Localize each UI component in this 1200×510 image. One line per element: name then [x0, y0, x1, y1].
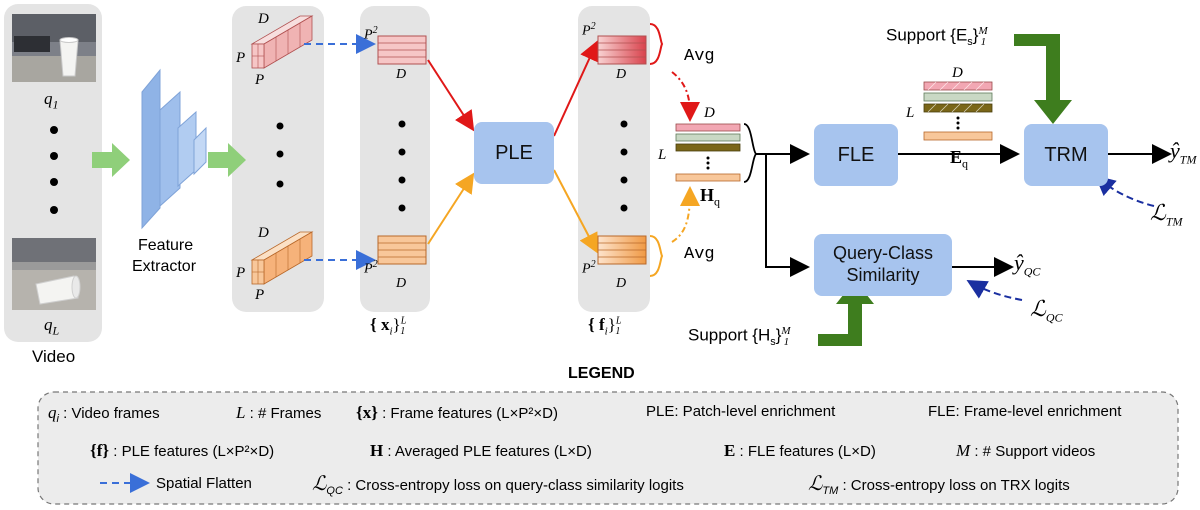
query-first-label: q1 [44, 89, 59, 112]
legend-loss-tm: ℒTM : Cross-entropy loss on TRX logits [808, 473, 1070, 497]
frame-feature-matrix-bottom [377, 235, 427, 265]
loss-tm-label: ℒTM [1150, 200, 1183, 229]
averaged-feature-stack [675, 123, 741, 182]
ple-features-set-label: { fi}L1 [588, 315, 622, 338]
legend-video-frames: qi : Video frames [48, 403, 160, 425]
query-last-label: qL [44, 315, 60, 338]
frame-ellipsis-dots [50, 126, 58, 214]
loss-qc-label: ℒQC [1030, 296, 1063, 325]
frame-top-p2: P2 [364, 25, 378, 43]
extractor-to-patches-arrow [208, 143, 246, 177]
hq-to-similarity-arrow [765, 154, 810, 277]
avg-top-label: Avg [684, 47, 715, 66]
y-qc-output: ŷQC [1014, 250, 1041, 279]
ple-feature-matrix-bottom [597, 235, 647, 265]
legend-loss-qc: ℒQC : Cross-entropy loss on query-class … [312, 473, 684, 497]
ple-bottom-p2: P2 [582, 259, 596, 277]
fle-feature-stack [923, 81, 993, 141]
legend-frame [37, 391, 1179, 505]
ple-block: PLE [474, 122, 554, 184]
patch-cube-top [250, 15, 314, 69]
hq-d-label: D [704, 105, 715, 121]
fle-stack-ellipsis-dots [956, 116, 960, 130]
stack-ellipsis-dots [706, 156, 710, 170]
avg-bottom-label: Avg [684, 245, 715, 264]
top-avg-arrow [671, 71, 700, 122]
bottom-avg-brace [649, 235, 664, 277]
legend-averaged-features: H : Averaged PLE features (L×D) [370, 441, 592, 460]
cube-bottom-d: D [258, 225, 269, 241]
qcs-line-2: Similarity [846, 265, 920, 285]
query-class-similarity-block: Query-Class Similarity [814, 234, 952, 296]
last-frame-image [12, 238, 96, 310]
eq-d-label: D [952, 65, 963, 81]
hq-l-label: L [658, 147, 667, 163]
ple-feature-ellipsis-dots [620, 120, 628, 212]
frame-top-d: D [396, 67, 407, 82]
bottom-avg-arrow [671, 186, 700, 243]
patch-cube-bottom [250, 231, 314, 285]
ple-bottom-d: D [616, 276, 627, 291]
feature-extractor-icon [141, 68, 207, 230]
cube-bottom-p-bottom: P [255, 287, 265, 303]
bottom-frames-to-ple-arrow [427, 172, 475, 245]
feature-extractor-label-1: Feature [138, 237, 194, 254]
legend-support-videos: M : # Support videos [956, 441, 1096, 460]
legend-frames: L : # Frames [236, 403, 322, 422]
first-frame-image [12, 14, 96, 82]
ple-top-p2: P2 [582, 21, 596, 39]
frame-features-set-label: { xi}L1 [370, 315, 407, 338]
legend-title: LEGEND [568, 365, 635, 382]
qcs-line-1: Query-Class [832, 243, 934, 264]
top-frames-to-ple-arrow [427, 59, 475, 132]
cube-top-p-bottom: P [255, 72, 265, 88]
video-label: Video [32, 347, 76, 366]
y-tm-output: ŷTM [1170, 138, 1197, 167]
legend-ple-features: {f} : PLE features (L×P²×D) [90, 441, 275, 460]
ple-to-top-features-arrow [553, 40, 599, 137]
frame-bottom-p2: P2 [364, 259, 378, 277]
support-e-arrow [1014, 34, 1072, 124]
support-e-label: Support {Es}M1 [886, 25, 988, 49]
eq-label: Eq [950, 147, 969, 171]
eq-l-label: L [906, 105, 915, 121]
support-h-arrow [818, 280, 874, 346]
cube-top-p-left: P [236, 50, 246, 66]
ple-top-d: D [616, 67, 627, 82]
trm-block: TRM [1024, 124, 1108, 186]
legend-frame-features: {x} : Frame features (L×P²×D) [356, 403, 558, 422]
fle-block: FLE [814, 124, 898, 186]
support-h-label: Support {Hs}M1 [688, 325, 791, 349]
frame-feature-matrix-top [377, 35, 427, 65]
frame-feature-ellipsis-dots [398, 120, 406, 212]
video-to-extractor-arrow [92, 143, 130, 177]
hq-label: Hq [700, 185, 721, 209]
loss-qc-arrow [966, 280, 1023, 301]
cube-bottom-p-left: P [236, 265, 246, 281]
legend-ple: PLE: Patch-level enrichment [646, 403, 836, 420]
legend-fle-features: E : FLE features (L×D) [724, 441, 876, 460]
patch-ellipsis-dots [276, 122, 284, 188]
stack-brace [743, 123, 758, 183]
frame-bottom-d: D [396, 276, 407, 291]
cube-top-d: D [258, 11, 269, 27]
ple-feature-matrix-top [597, 35, 647, 65]
feature-extractor-label-2: Extractor [132, 258, 197, 275]
ple-to-bottom-features-arrow [553, 169, 598, 254]
legend-spatial-flatten: Spatial Flatten [156, 475, 252, 492]
top-avg-brace [649, 23, 664, 65]
legend-fle: FLE: Frame-level enrichment [928, 403, 1122, 420]
